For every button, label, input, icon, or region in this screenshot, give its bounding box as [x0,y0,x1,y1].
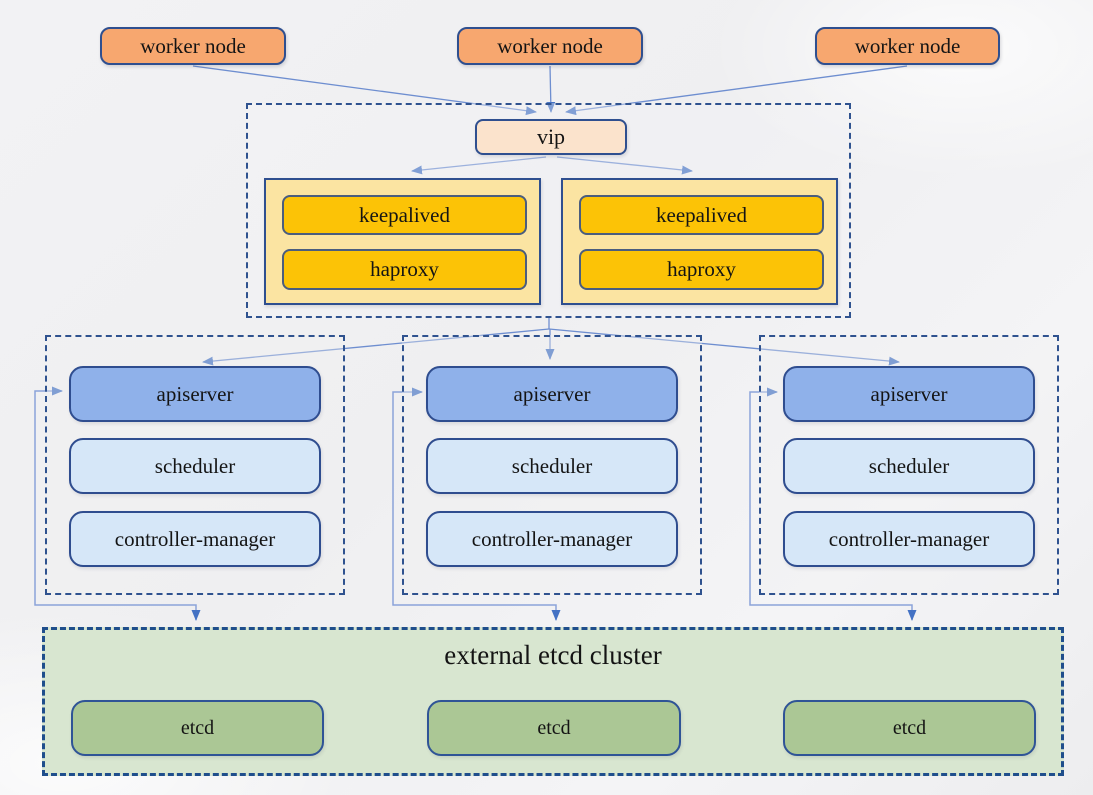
keepalived-box-1: keepalived [282,195,527,235]
scheduler-1-label: scheduler [154,453,236,478]
apiserver-3-label: apiserver [870,381,948,406]
etcd-1-label: etcd [180,717,215,739]
keepalived-2-label: keepalived [656,202,747,227]
scheduler-3-label: scheduler [868,453,950,478]
apiserver-box-1: apiserver [69,366,321,422]
controller-manager-1-label: controller-manager [114,526,276,551]
apiserver-2-label: apiserver [513,381,591,406]
controller-manager-3-label: controller-manager [828,526,990,551]
controller-manager-box-3: controller-manager [783,511,1035,567]
worker-node-2-label: worker node [497,33,603,58]
apiserver-1-label: apiserver [156,381,234,406]
keepalived-1-label: keepalived [359,202,450,227]
controller-manager-2-label: controller-manager [471,526,633,551]
controller-manager-box-2: controller-manager [426,511,678,567]
worker-node-2: worker node [457,27,643,65]
haproxy-box-1: haproxy [282,249,527,290]
etcd-3-label: etcd [892,717,927,739]
keepalived-box-2: keepalived [579,195,824,235]
lb-group-2: keepalived haproxy [561,178,838,305]
master-group-1: apiserver scheduler controller-manager [45,335,345,595]
worker-node-3: worker node [815,27,1000,65]
lb-group-1: keepalived haproxy [264,178,541,305]
haproxy-box-2: haproxy [579,249,824,290]
worker-node-3-label: worker node [854,33,961,58]
scheduler-2-label: scheduler [511,453,593,478]
scheduler-box-2: scheduler [426,438,678,494]
scheduler-box-1: scheduler [69,438,321,494]
etcd-box-3: etcd [783,700,1036,756]
vip-box: vip [475,119,627,155]
etcd-cluster: external etcd cluster etcd etcd etcd [42,627,1064,776]
scheduler-box-3: scheduler [783,438,1035,494]
etcd-box-2: etcd [427,700,681,756]
haproxy-1-label: haproxy [370,257,439,281]
etcd-box-1: etcd [71,700,324,756]
worker-node-1-label: worker node [140,33,246,58]
vip-label: vip [536,124,566,149]
etcd-2-label: etcd [537,717,571,739]
worker-node-1: worker node [100,27,286,65]
apiserver-box-2: apiserver [426,366,678,422]
master-group-2: apiserver scheduler controller-manager [402,335,702,595]
haproxy-2-label: haproxy [667,257,736,281]
master-group-3: apiserver scheduler controller-manager [759,335,1059,595]
etcd-cluster-title: external etcd cluster [444,640,662,670]
apiserver-box-3: apiserver [783,366,1035,422]
controller-manager-box-1: controller-manager [69,511,321,567]
